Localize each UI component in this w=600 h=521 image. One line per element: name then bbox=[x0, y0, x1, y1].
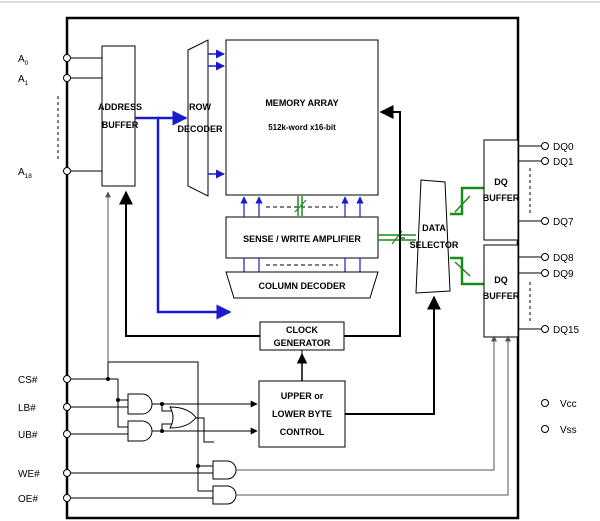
svg-text:A0: A0 bbox=[18, 54, 29, 67]
memory-array: MEMORY ARRAY 512k-word x16-bit bbox=[225, 39, 379, 196]
dq-buffer-upper: DQ BUFFER bbox=[483, 139, 520, 241]
sense-write-amplifier: SENSE / WRITE AMPLIFIER bbox=[225, 216, 379, 259]
svg-text:WE#: WE# bbox=[18, 469, 40, 480]
pin-dq9: DQ9 bbox=[518, 269, 574, 280]
svg-text:BUFFER: BUFFER bbox=[483, 193, 520, 203]
svg-text:512k-word x16-bit: 512k-word x16-bit bbox=[268, 123, 336, 132]
svg-text:LB#: LB# bbox=[18, 403, 36, 414]
svg-text:DQ1: DQ1 bbox=[553, 157, 574, 168]
amp-column-links bbox=[243, 258, 361, 272]
address-bus bbox=[135, 110, 232, 320]
svg-text:BUFFER: BUFFER bbox=[483, 291, 520, 301]
svg-text:SELECTOR: SELECTOR bbox=[410, 240, 459, 250]
byte-control-inputs bbox=[162, 400, 258, 435]
clock-lines bbox=[119, 105, 405, 355]
svg-text:GENERATOR: GENERATOR bbox=[274, 338, 331, 348]
column-decoder: COLUMN DECODER bbox=[225, 271, 379, 299]
byte-control-to-selector bbox=[345, 295, 441, 415]
byte-or-gate bbox=[161, 404, 214, 443]
pin-lb: LB# bbox=[18, 403, 128, 414]
pin-a0: A0 bbox=[18, 54, 102, 67]
svg-text:DQ8: DQ8 bbox=[553, 253, 574, 264]
pin-we: WE# bbox=[18, 469, 213, 480]
row-decoder: ROW DECODER bbox=[177, 39, 223, 197]
ub-and-gate bbox=[127, 420, 164, 442]
pin-dq0: DQ0 bbox=[518, 142, 574, 153]
row-decoder-outputs bbox=[208, 49, 225, 179]
svg-text:A1: A1 bbox=[18, 74, 29, 87]
lb-and-gate bbox=[127, 393, 164, 415]
pin-dq15: DQ15 bbox=[518, 325, 580, 336]
svg-text:DQ7: DQ7 bbox=[553, 217, 574, 228]
clock-generator: CLOCK GENERATOR bbox=[259, 321, 345, 351]
svg-text:DQ15: DQ15 bbox=[553, 325, 580, 336]
we-and-gate bbox=[212, 335, 497, 480]
dq-links bbox=[450, 186, 484, 286]
svg-text:MEMORY ARRAY: MEMORY ARRAY bbox=[265, 98, 338, 108]
pin-a18: A18 bbox=[18, 167, 102, 180]
svg-text:DQ9: DQ9 bbox=[553, 269, 574, 280]
svg-text:UB#: UB# bbox=[18, 430, 38, 441]
svg-text:UPPER or: UPPER or bbox=[281, 391, 324, 401]
svg-text:Vss: Vss bbox=[560, 425, 577, 436]
svg-text:ADDRESS: ADDRESS bbox=[98, 102, 142, 112]
svg-text:DQ0: DQ0 bbox=[553, 142, 574, 153]
svg-text:Vcc: Vcc bbox=[560, 399, 577, 410]
pin-cs: CS# bbox=[18, 375, 118, 386]
cs-net bbox=[105, 191, 213, 492]
address-buffer: ADDRESS BUFFER bbox=[98, 45, 142, 187]
pin-dq7: DQ7 bbox=[518, 217, 574, 228]
svg-text:SENSE / WRITE AMPLIFIER: SENSE / WRITE AMPLIFIER bbox=[243, 234, 361, 244]
svg-text:DATA: DATA bbox=[422, 223, 446, 233]
data-selector: DATA SELECTOR bbox=[410, 179, 459, 294]
svg-text:LOWER BYTE: LOWER BYTE bbox=[272, 409, 332, 419]
byte-control: UPPER or LOWER BYTE CONTROL bbox=[258, 380, 346, 448]
dq-buffer-lower: DQ BUFFER bbox=[483, 244, 520, 338]
oe-and-gate bbox=[212, 335, 511, 505]
svg-text:DQ: DQ bbox=[494, 275, 508, 285]
svg-text:BUFFER: BUFFER bbox=[102, 120, 139, 130]
svg-text:A18: A18 bbox=[18, 167, 32, 180]
pin-vcc: Vcc bbox=[541, 399, 577, 410]
svg-text:DQ: DQ bbox=[494, 177, 508, 187]
pin-vss: Vss bbox=[541, 425, 577, 436]
svg-text:CLOCK: CLOCK bbox=[286, 325, 318, 335]
pin-ub: UB# bbox=[18, 430, 128, 441]
svg-text:ROW: ROW bbox=[189, 102, 212, 112]
pin-dq1: DQ1 bbox=[518, 157, 574, 168]
pin-a1: A1 bbox=[18, 74, 102, 87]
pin-oe: OE# bbox=[18, 494, 213, 505]
svg-text:CONTROL: CONTROL bbox=[280, 427, 325, 437]
svg-text:OE#: OE# bbox=[18, 494, 38, 505]
array-amp-links bbox=[240, 196, 364, 217]
pin-dq8: DQ8 bbox=[518, 253, 574, 264]
svg-text:COLUMN DECODER: COLUMN DECODER bbox=[259, 281, 346, 291]
svg-text:DECODER: DECODER bbox=[177, 124, 223, 134]
svg-text:CS#: CS# bbox=[18, 375, 38, 386]
